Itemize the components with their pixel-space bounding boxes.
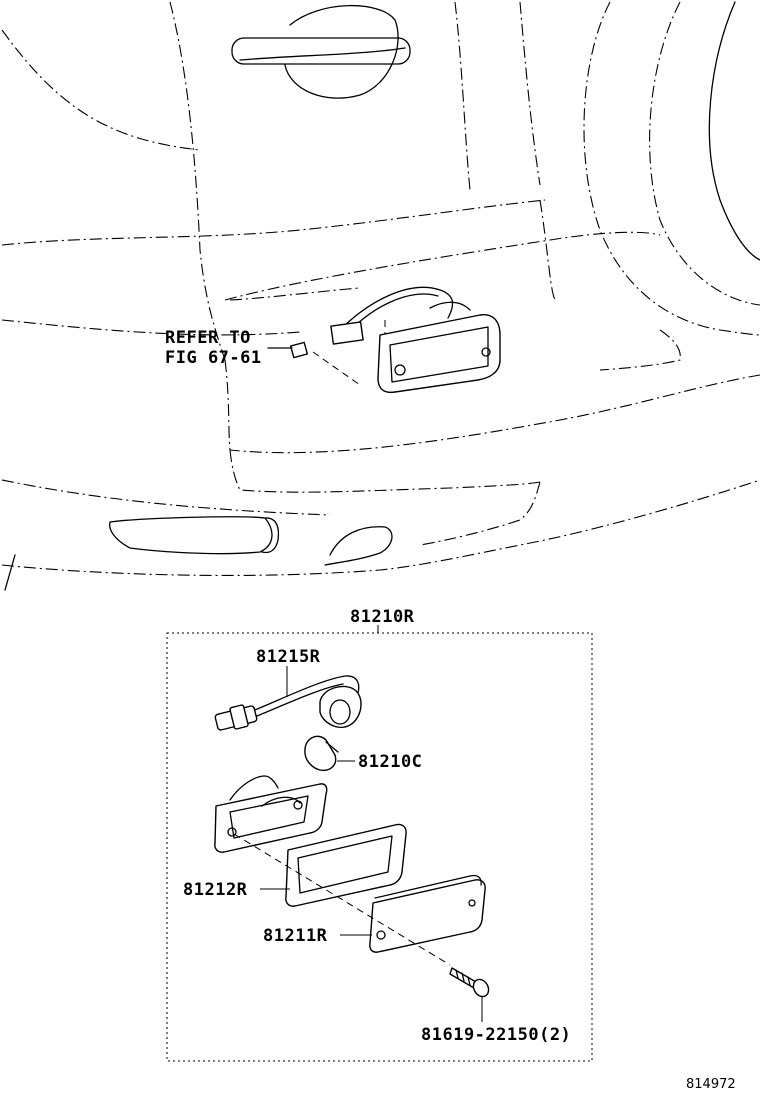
wire-harness — [214, 675, 362, 731]
screw — [449, 967, 490, 998]
refer-to-label: REFER TO — [165, 328, 251, 348]
assembly-part-number: 81210R — [350, 607, 415, 627]
lens — [369, 874, 486, 953]
bulb-part-number: 81210C — [358, 752, 422, 772]
gasket-part-number: 81212R — [183, 880, 248, 900]
screw-part-number: 81619-22150(2) — [421, 1025, 571, 1045]
bulb — [304, 735, 339, 772]
door-handle — [231, 4, 411, 99]
lamp-housing — [214, 775, 328, 853]
refer-figure-label: FIG 67-61 — [165, 348, 262, 368]
wire-harness-part-number: 81215R — [256, 647, 321, 667]
assembly-box — [166, 632, 593, 1062]
gasket — [285, 823, 407, 907]
diagram-number: 814972 — [686, 1077, 736, 1092]
lens-part-number: 81211R — [263, 926, 328, 946]
vehicle-rear-body — [1, 1, 760, 591]
installed-lamp — [267, 286, 501, 394]
